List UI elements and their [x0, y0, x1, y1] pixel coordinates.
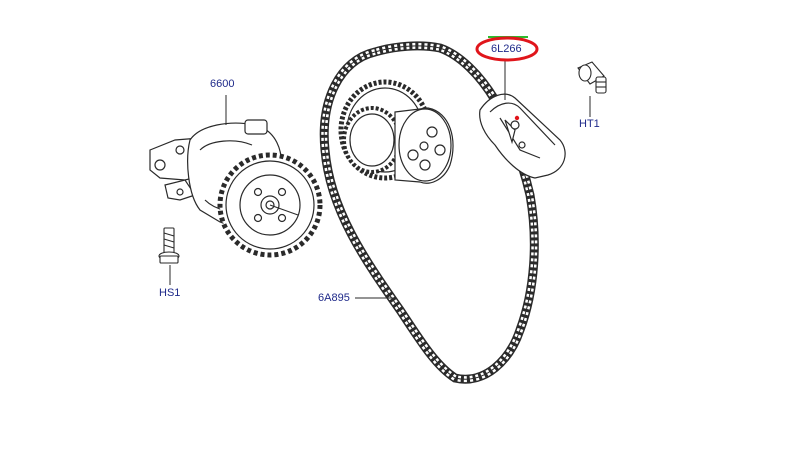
oil-pump-assembly — [149, 119, 323, 258]
bolt-part — [158, 227, 180, 264]
callout-oil-pump: 6600 — [210, 78, 235, 90]
leader-lines — [169, 95, 591, 299]
callout-chain-tensioner: 6L266 — [491, 43, 522, 55]
bolt-right-part — [577, 61, 607, 94]
chain-tensioner-part — [479, 60, 566, 179]
callout-timing-chain: 6A895 — [318, 292, 350, 304]
callout-bolt: HS1 — [159, 287, 181, 299]
highlight-ring — [475, 36, 539, 62]
callout-bolt-right: HT1 — [579, 118, 600, 130]
crankshaft-sprocket — [338, 79, 454, 184]
